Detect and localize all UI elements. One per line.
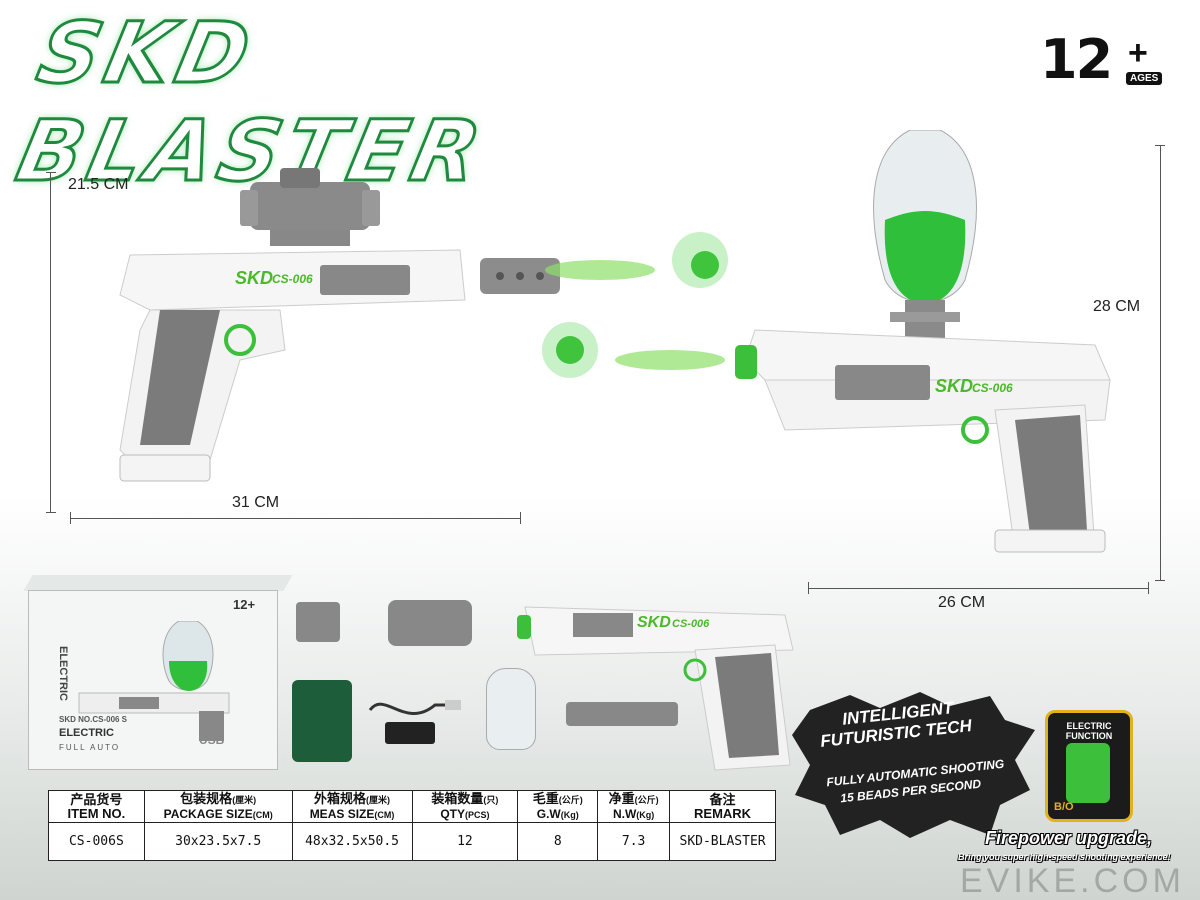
battery-pack	[385, 722, 435, 744]
right-gun-brand: SKD	[935, 376, 974, 396]
right-length-tick-right	[1148, 582, 1149, 594]
adapter-part	[296, 602, 340, 642]
header-net-weight: 净重(公斤)N.W(Kg)	[597, 790, 671, 823]
usb-cable	[368, 700, 461, 715]
electric-badge-code: B/O	[1054, 801, 1074, 813]
silencer-part	[566, 702, 678, 726]
header-gross-weight: 毛重(公斤)G.W(Kg)	[517, 790, 599, 823]
gel-beads-pack	[292, 680, 352, 762]
page-title: SKD BLASTER	[7, 3, 495, 202]
right-gun-model: CS-006	[972, 381, 1013, 395]
right-length-tick-left	[808, 582, 809, 594]
right-height-label: 28 CM	[1093, 298, 1141, 315]
box-model-line: SKD NO.CS-006 S	[59, 715, 128, 724]
electric-function-badge: ELECTRIC FUNCTION B/O	[1045, 710, 1133, 822]
left-blaster-image	[119, 168, 560, 482]
header-qty: 装箱数量(只)QTY(PCS)	[411, 790, 519, 823]
age-label: AGES	[1126, 72, 1163, 85]
header-meas-size: 外箱规格(厘米)MEAS SIZE(CM)	[291, 790, 413, 823]
box-electric-side: ELECTRIC	[57, 646, 69, 701]
scope-part	[388, 600, 472, 646]
splash-burst-shape	[792, 692, 1035, 838]
right-height-line	[1160, 145, 1161, 580]
left-height-tick-bottom	[46, 512, 56, 513]
left-height-label: 21.5 CM	[68, 176, 129, 193]
box-top-edge	[23, 575, 293, 591]
bead-splash-effect	[542, 232, 728, 378]
left-length-line	[70, 518, 520, 519]
age-rating-badge: 12 + AGES	[1040, 28, 1170, 91]
right-length-line	[808, 588, 1148, 589]
right-length-label: 26 CM	[938, 594, 986, 611]
box-mode-label: FULL AUTO	[59, 743, 121, 752]
battery-icon	[1066, 743, 1110, 803]
right-blaster-image	[735, 130, 1111, 553]
electric-function-label: ELECTRIC FUNCTION	[1065, 721, 1113, 741]
age-plus: +	[1128, 34, 1148, 72]
package-box: 12+ ELECTRIC SKD NO.CS-006 S ELECTRIC FU…	[28, 590, 278, 770]
right-height-tick-bottom	[1155, 580, 1165, 581]
left-length-label: 31 CM	[232, 494, 280, 511]
cell-remark: SKD-BLASTER	[669, 822, 776, 861]
table-row: CS-006S 30x23.5x7.5 48x32.5x50.5 12 8 7.…	[48, 822, 776, 861]
box-age-label: 12+	[233, 597, 256, 612]
firepower-headline: Firepower upgrade,	[985, 828, 1153, 848]
left-gun-model: CS-006	[272, 272, 313, 286]
cell-meas-size: 48x32.5x50.5	[291, 822, 413, 861]
cell-item-no: CS-006S	[48, 822, 145, 861]
right-height-tick-top	[1155, 145, 1165, 146]
cell-package-size: 30x23.5x7.5	[143, 822, 293, 861]
feature-splash: INTELLIGENT FUTURISTIC TECH FULLY AUTOMA…	[790, 690, 1040, 870]
box-electric-label: ELECTRIC	[59, 727, 114, 739]
header-package-size: 包装规格(厘米)PACKAGE SIZE(CM)	[143, 790, 293, 823]
box-gun-image	[78, 621, 230, 741]
left-height-line	[50, 172, 51, 512]
center-gun-model: CS-006	[672, 618, 710, 630]
center-blaster-image	[517, 606, 794, 771]
left-length-tick-left	[70, 512, 71, 524]
box-usb-label: USB	[199, 733, 225, 747]
cell-qty: 12	[411, 822, 519, 861]
left-length-tick-right	[520, 512, 521, 524]
age-number: 12	[1040, 28, 1113, 91]
firepower-subtitle: Bring you super high-speed shooting expe…	[958, 852, 1171, 862]
cell-net-weight: 7.3	[597, 822, 671, 861]
left-gun-brand: SKD	[235, 268, 274, 288]
left-height-tick-top	[46, 172, 56, 173]
bead-bottle	[486, 668, 536, 750]
center-gun-brand: SKD	[637, 614, 671, 631]
watermark: EVIKE.COM	[960, 862, 1185, 900]
cell-gross-weight: 8	[517, 822, 599, 861]
